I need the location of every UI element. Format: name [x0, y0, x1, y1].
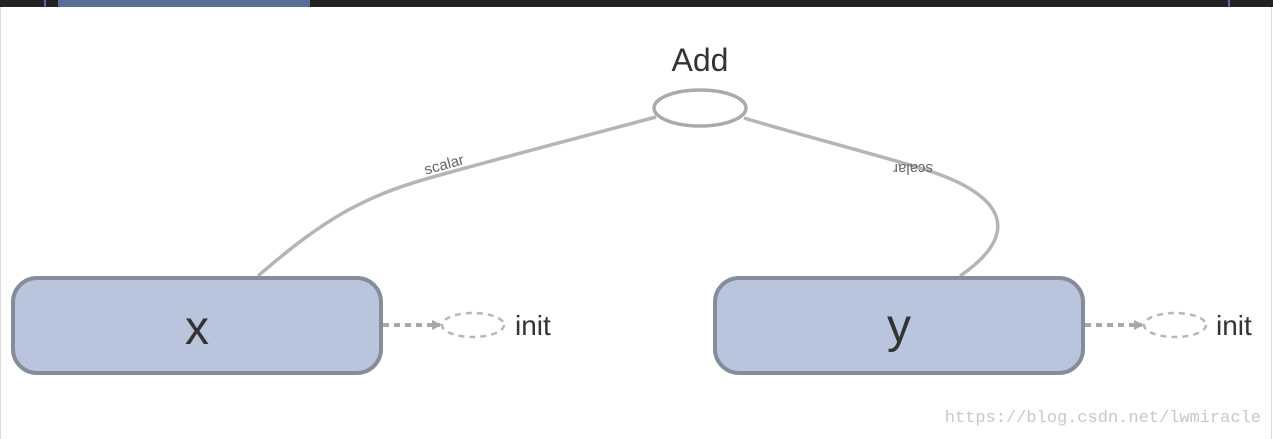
toolbar-divider — [44, 0, 46, 7]
edge-y-to-add[interactable] — [742, 116, 1000, 278]
y-init-node[interactable] — [1142, 311, 1208, 339]
canvas-border-right — [1271, 7, 1272, 439]
add-node-label: Add — [672, 42, 729, 78]
y-init-label: init — [1216, 310, 1252, 341]
canvas-border-left — [0, 7, 1, 439]
x-init-label: init — [515, 310, 551, 341]
x-node-label: x — [185, 302, 209, 355]
y-variable-node[interactable] — [713, 276, 1085, 375]
y-node-label: y — [887, 300, 911, 353]
add-op-node[interactable] — [652, 88, 748, 128]
watermark: https://blog.csdn.net/lwmiracle — [944, 409, 1261, 428]
x-variable-node[interactable] — [11, 276, 383, 375]
edge-label-y: scalar — [893, 160, 933, 177]
toolbar-active-tab[interactable] — [58, 0, 310, 7]
top-toolbar — [0, 0, 1273, 7]
toolbar-divider — [1228, 0, 1230, 7]
edge-x-to-add[interactable] — [256, 115, 658, 278]
x-init-node[interactable] — [440, 311, 506, 339]
